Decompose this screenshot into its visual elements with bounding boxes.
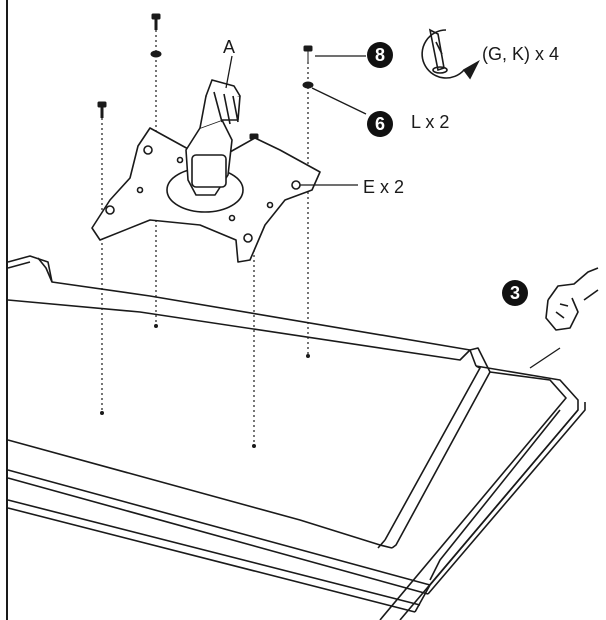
tv-back-panel: [7, 255, 586, 620]
hand-icon: [545, 267, 599, 331]
washer-quantity-label: L x 2: [411, 112, 450, 132]
hole-dots: [100, 324, 310, 448]
screwdriver-rotate-icon: [421, 28, 480, 80]
part-a-label: A: [223, 37, 236, 57]
step-badge-hand: 3: [502, 280, 528, 306]
screw-quantity-label: (G, K) x 4: [482, 44, 560, 64]
leader-lines: [225, 55, 561, 369]
guide-lines: [101, 30, 309, 445]
bracket-quantity-label: E x 2: [363, 177, 405, 197]
step-badge-washer: 6: [367, 111, 393, 137]
step-badge-screw: 8: [367, 42, 393, 68]
tilt-arm: [185, 79, 241, 196]
